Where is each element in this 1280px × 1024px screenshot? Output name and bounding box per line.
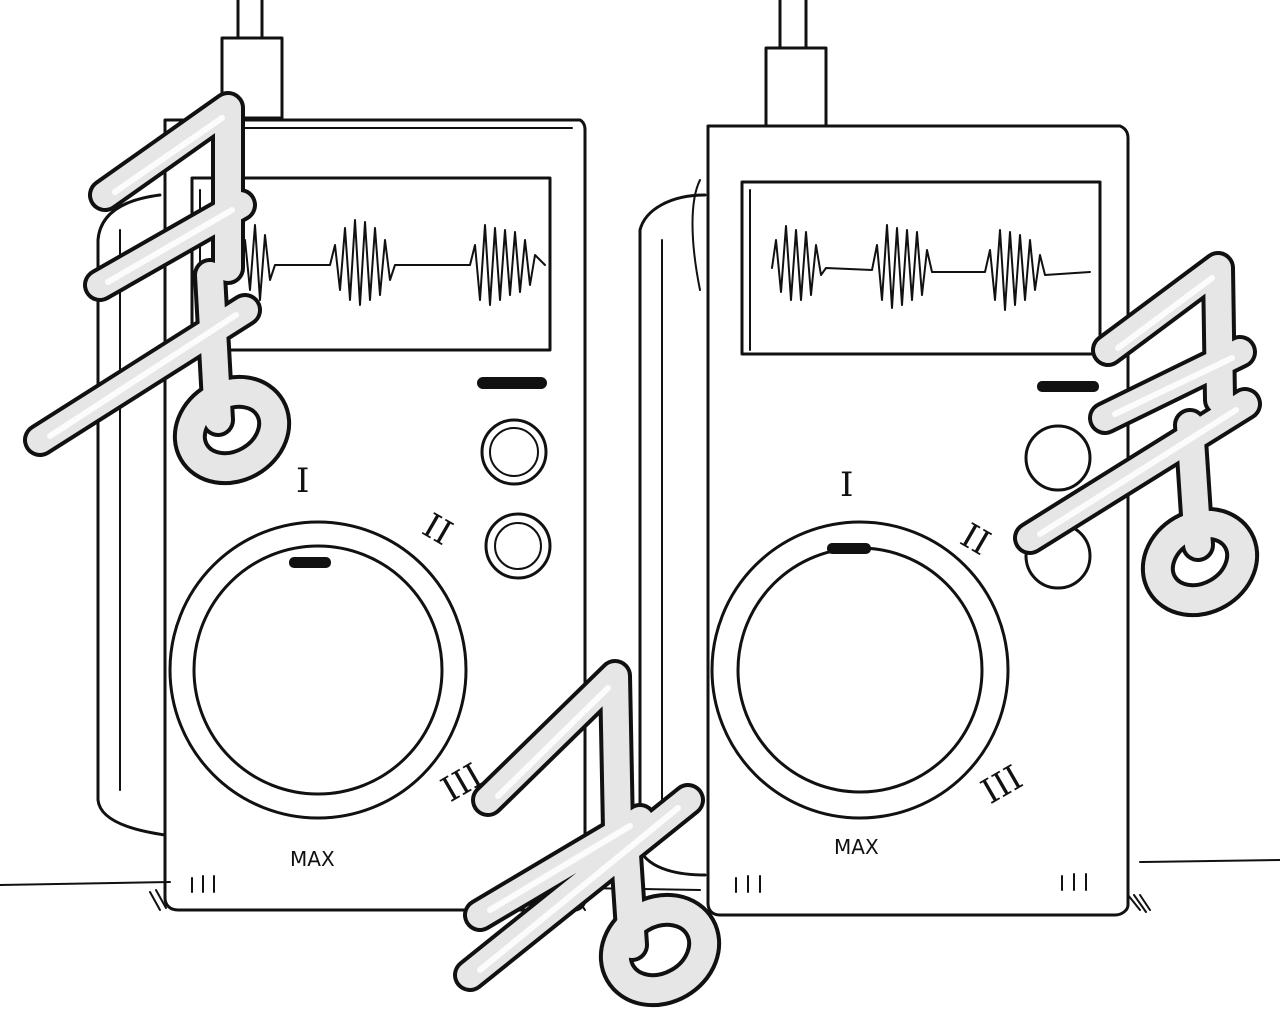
music-note-icon [1013,251,1262,618]
knob-icon[interactable] [1024,424,1092,492]
dial-mark-2: II [416,506,459,554]
waveform-icon [204,219,546,306]
dial-max-label: MAX [290,847,335,871]
dial-max-label: MAX [834,835,879,859]
speaker-left: I II III MAX [96,0,587,912]
display-screen [190,176,552,352]
speaker-grille-icon [735,873,1087,893]
speaker-right: I II III MAX [638,0,1151,917]
music-note-icon [453,659,722,1008]
volume-dial[interactable] [168,520,468,820]
waveform-icon [771,224,1091,311]
dial-mark-1: I [840,465,853,505]
indicator-slot [1037,381,1099,392]
dial-mark-3: III [975,758,1030,813]
knob-icon[interactable] [480,418,548,486]
speaker-grille-icon [191,875,215,893]
volume-dial[interactable] [710,520,1010,820]
knob-icon[interactable] [484,512,552,580]
dial-mark-1: I [296,461,309,501]
indicator-slot [477,377,547,389]
music-note-icon [23,91,292,486]
display-screen [740,180,1102,356]
dial-mark-2: II [954,516,997,564]
